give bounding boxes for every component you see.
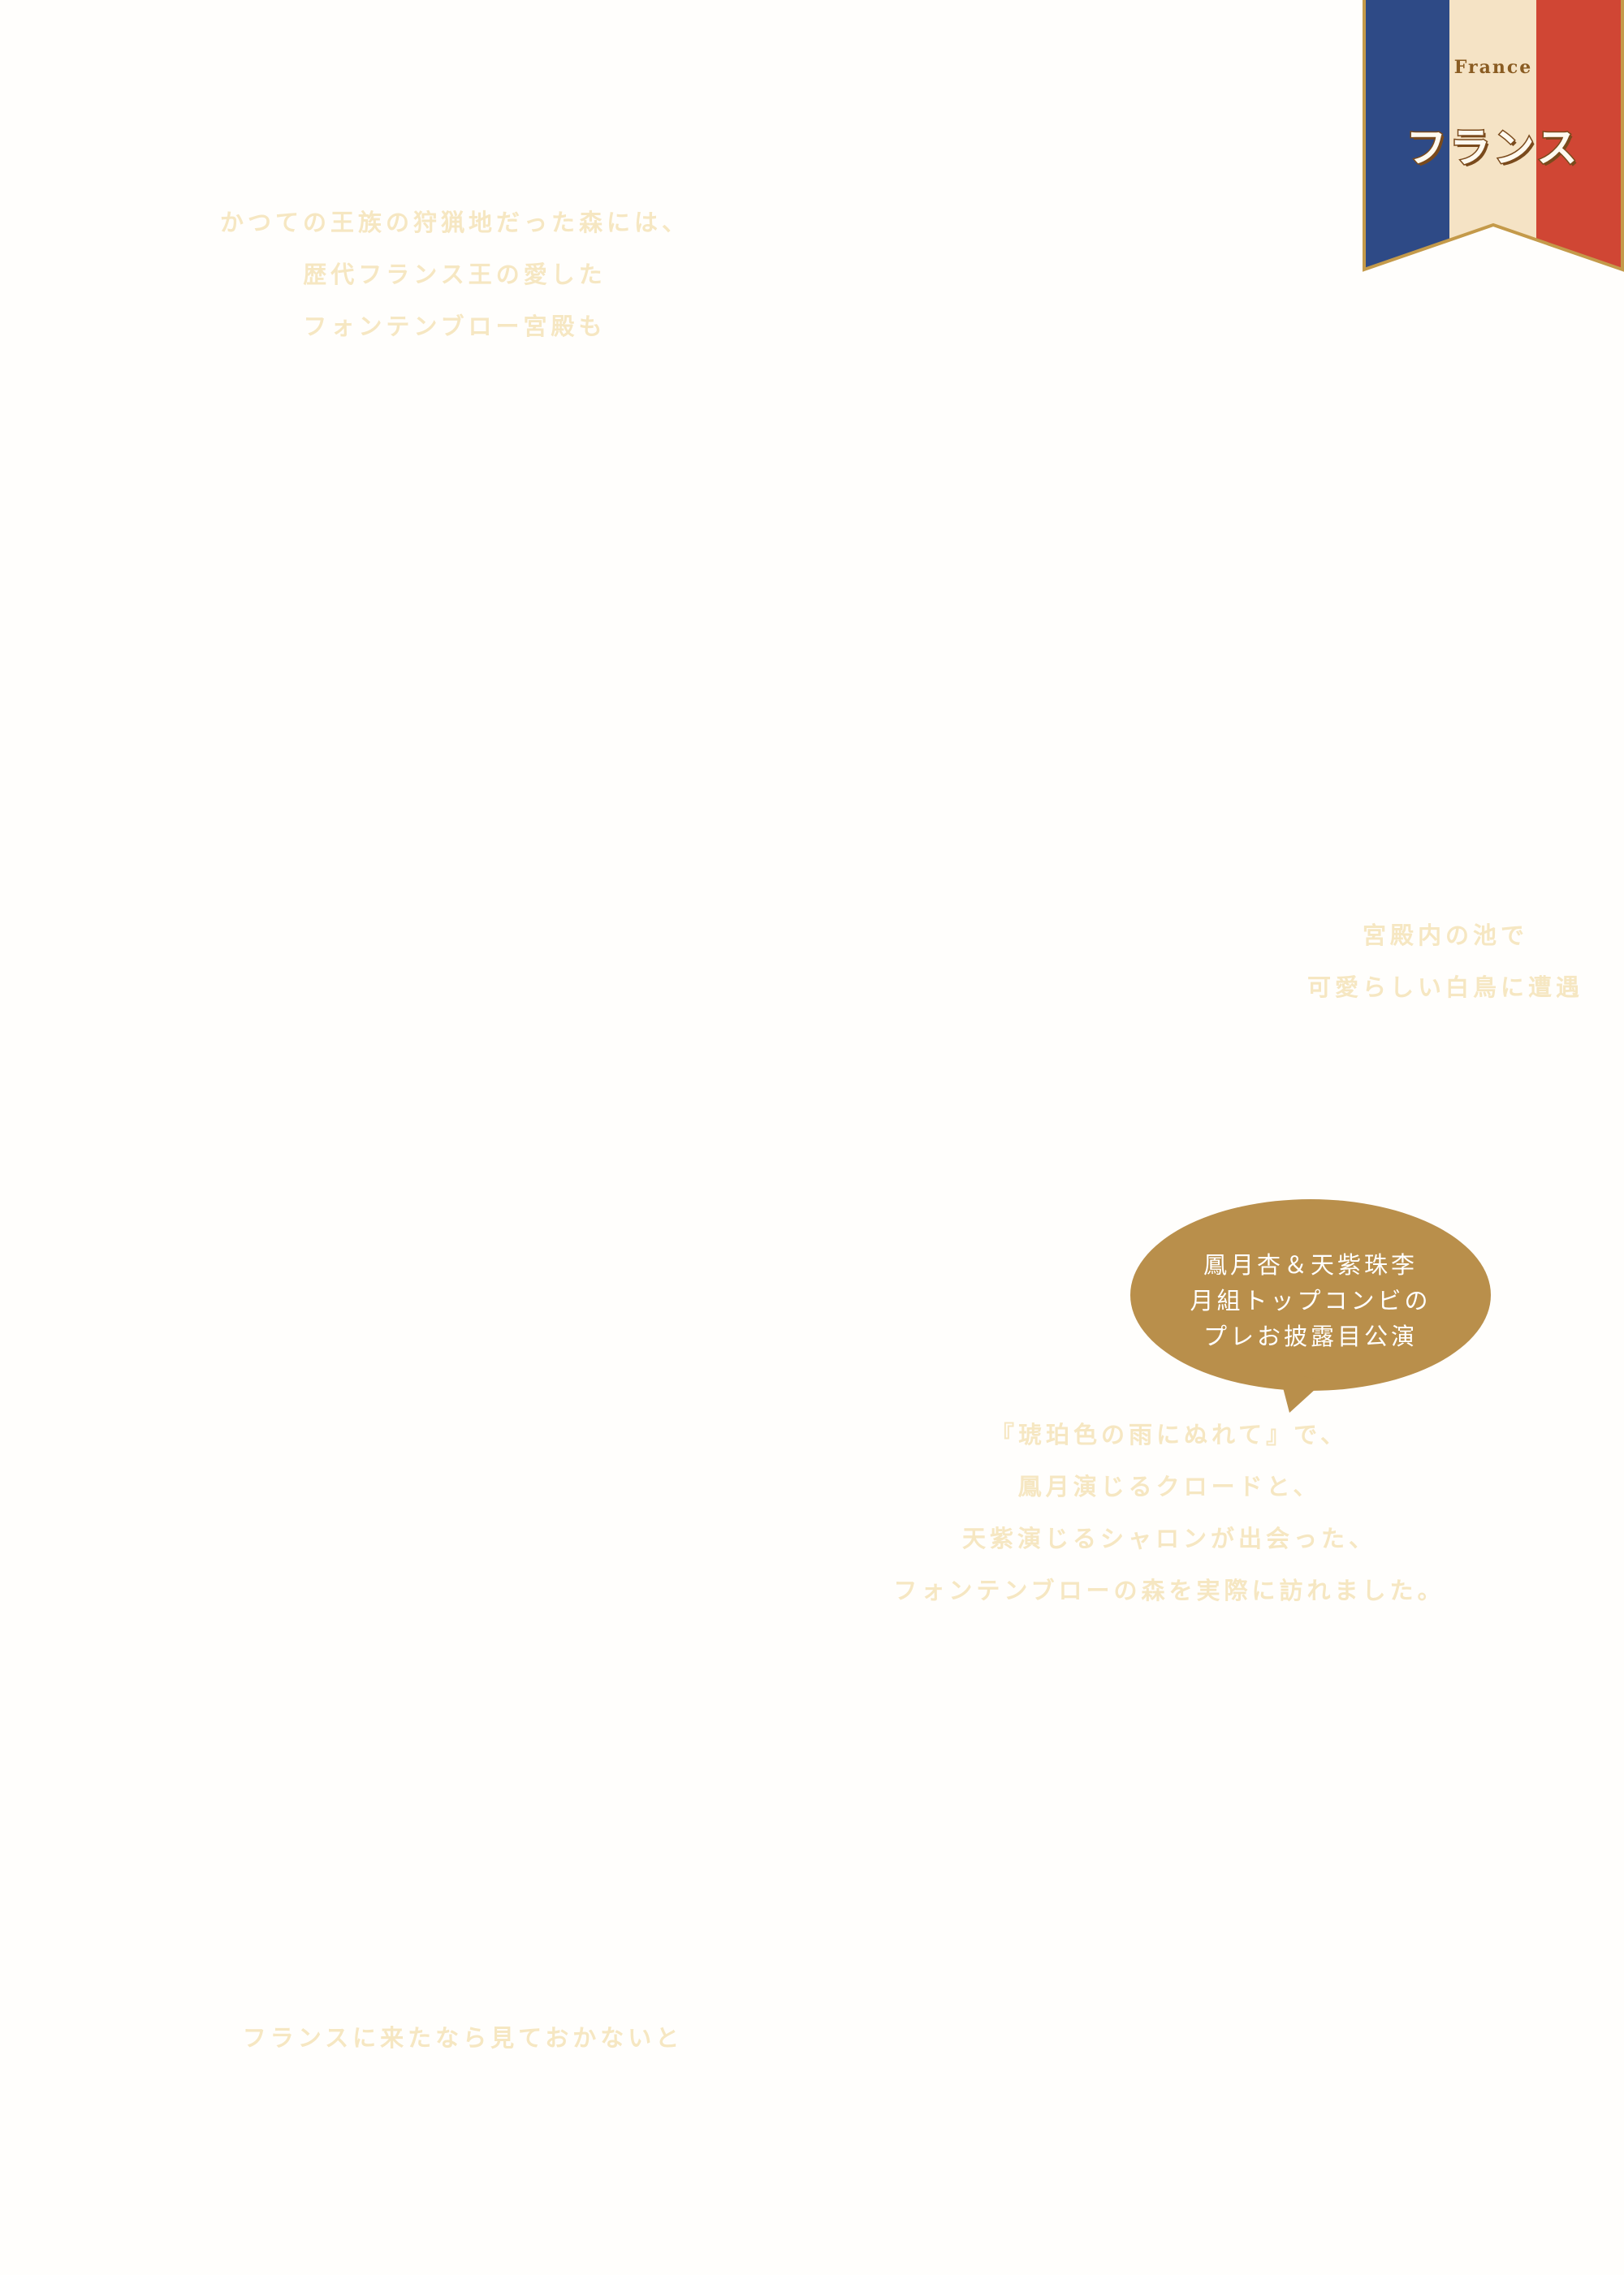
speech-bubble-shape: [1130, 1199, 1491, 1413]
caption-line: フォンテンブロー宮殿も: [303, 313, 607, 340]
bubble-line: 月組トップコンビの: [1190, 1287, 1432, 1314]
france-ribbon: France フランス: [1363, 0, 1624, 273]
pond-caption: 宮殿内の池で 可愛らしい白鳥に遭遇: [1275, 909, 1616, 1013]
caption-line: 宮殿内の池で: [1362, 922, 1528, 949]
bubble-line: 鳳月杏＆天紫珠李: [1203, 1251, 1418, 1279]
caption-line: 天紫演じるシャロンが出会った、: [961, 1525, 1376, 1552]
caption-line: フランスに来たなら見ておかないと: [242, 2024, 684, 2052]
caption-line: 鳳月演じるクロードと、: [1017, 1473, 1321, 1500]
france-flag-icon: [1363, 0, 1624, 272]
caption-line: 歴代フランス王の愛した: [303, 261, 607, 288]
film-caption: 『琥珀色の雨にぬれて』で、 鳳月演じるクロードと、 天紫演じるシャロンが出会った…: [861, 1409, 1478, 1617]
bubble-line: プレお披露目公演: [1203, 1323, 1418, 1350]
must-see-caption: フランスに来たなら見ておかないと: [219, 2012, 706, 2064]
caption-line: 可愛らしい白鳥に遭遇: [1307, 973, 1583, 1001]
bubble-text: 鳳月杏＆天紫珠李 月組トップコンビの プレお披露目公演: [1129, 1247, 1492, 1354]
caption-line: フォンテンブローの森を実際に訪れました。: [893, 1577, 1445, 1604]
intro-caption: かつての王族の狩猟地だった森には、 歴代フランス王の愛した フォンテンブロー宮殿…: [187, 196, 723, 352]
caption-line: かつての王族の狩猟地だった森には、: [219, 209, 689, 236]
ribbon-country-en: France: [1453, 57, 1533, 78]
speech-bubble: 鳳月杏＆天紫珠李 月組トップコンビの プレお披露目公演: [1129, 1198, 1492, 1414]
ribbon-country-ja: フランス: [1405, 123, 1581, 173]
caption-line: 『琥珀色の雨にぬれて』で、: [991, 1421, 1348, 1448]
